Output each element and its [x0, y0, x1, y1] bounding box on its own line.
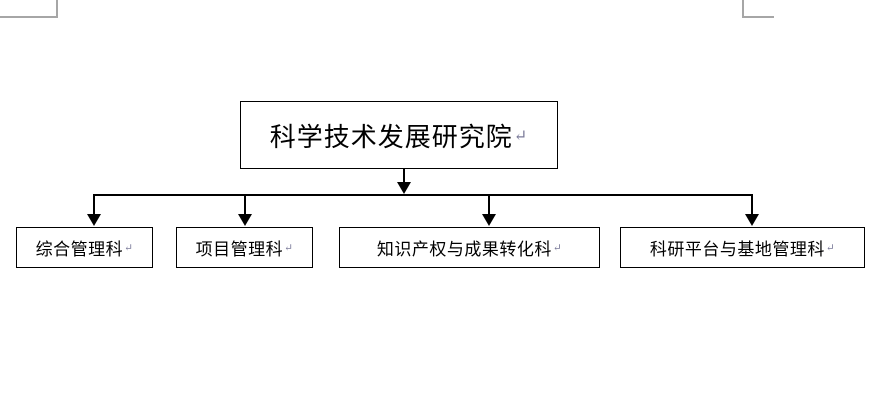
org-node-child-3[interactable]: 知识产权与成果转化科↵: [339, 227, 600, 268]
org-node-child-3-label: 知识产权与成果转化科: [376, 240, 552, 260]
org-node-child-1[interactable]: 综合管理科↵: [16, 227, 153, 268]
paragraph-mark-icon: ↵: [825, 241, 836, 254]
connector-drop-child-1: [93, 196, 95, 216]
paragraph-mark-icon: ↵: [124, 241, 134, 254]
org-node-child-4[interactable]: 科研平台与基地管理科↵: [620, 227, 865, 268]
connector-drop-child-3: [488, 196, 490, 216]
org-node-child-1-label: 综合管理科: [35, 240, 124, 260]
connector-horizontal-bus: [93, 194, 753, 196]
arrow-down-icon-root: [397, 182, 411, 194]
page-margin-guide-top-right: [742, 0, 774, 18]
arrow-down-icon-child-4: [745, 214, 759, 226]
arrow-down-icon-child-1: [87, 214, 101, 226]
org-node-child-4-label: 科研平台与基地管理科: [649, 240, 825, 260]
org-node-root-label: 科学技术发展研究院: [269, 122, 513, 153]
connector-drop-child-4: [751, 196, 753, 216]
org-node-child-2-label: 项目管理科: [195, 240, 284, 260]
org-node-root[interactable]: 科学技术发展研究院↵: [240, 101, 558, 169]
arrow-down-icon-child-3: [482, 214, 496, 226]
org-node-child-2[interactable]: 项目管理科↵: [176, 227, 313, 268]
paragraph-mark-icon: ↵: [513, 125, 529, 145]
paragraph-mark-icon: ↵: [284, 241, 294, 254]
connector-root-stem: [403, 169, 405, 188]
connector-drop-child-2: [244, 196, 246, 216]
page-margin-guide-top-left: [0, 0, 58, 18]
arrow-down-icon-child-2: [238, 214, 252, 226]
paragraph-mark-icon: ↵: [552, 241, 563, 254]
